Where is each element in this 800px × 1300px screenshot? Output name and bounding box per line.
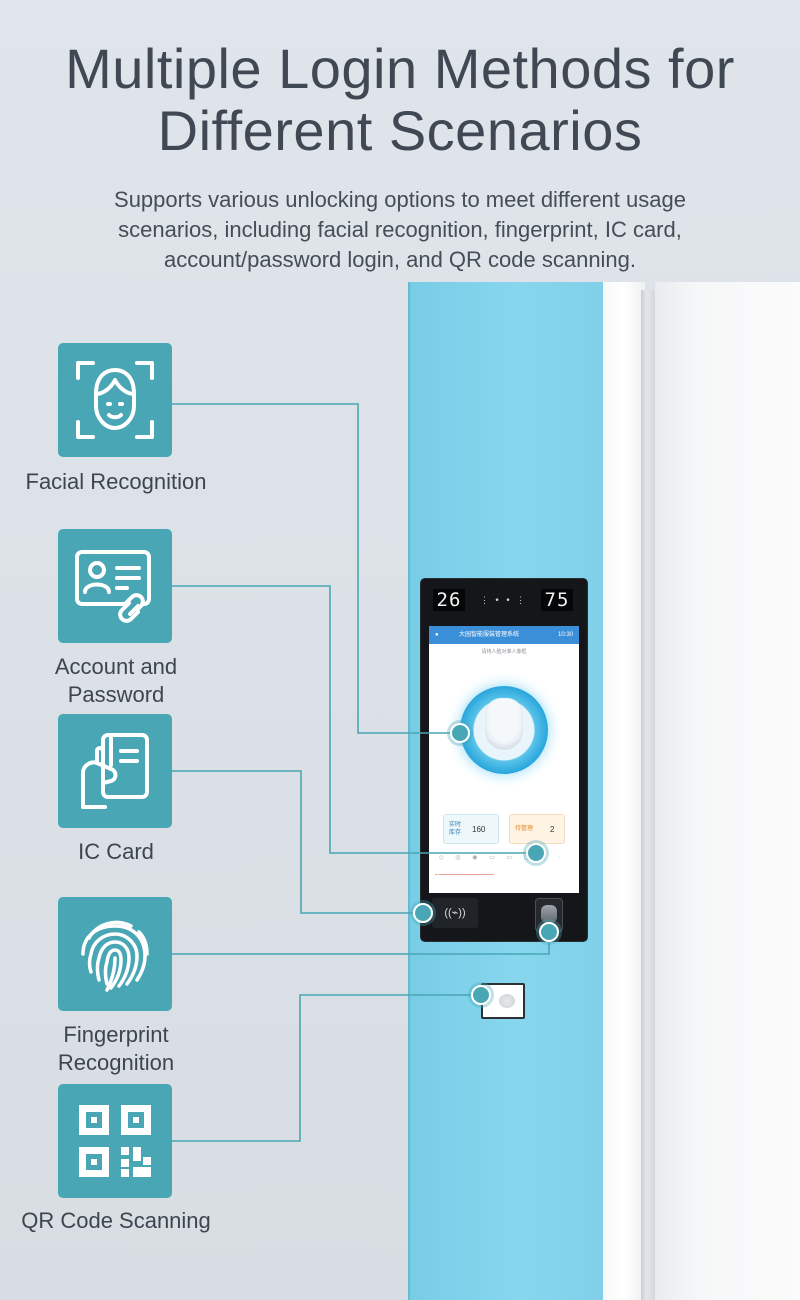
qr-code-icon (79, 1105, 151, 1177)
sensor-dots: ⋮ • • ⋮ (480, 596, 526, 606)
qr-code-tile (58, 1084, 172, 1198)
stock-stat-label-2: 库存 (449, 830, 462, 836)
qr-code-label: QR Code Scanning (21, 1208, 211, 1233)
hotspot-account[interactable] (526, 843, 546, 863)
stock-stat-label-1: 实时 (449, 822, 462, 828)
hotspot-fingerprint[interactable] (539, 922, 559, 942)
fingerprint-label: Fingerprint Recognition (0, 1021, 232, 1077)
fingerprint-tile (58, 897, 172, 1011)
fingerprint-icon (81, 920, 149, 992)
nfc-reader[interactable]: ((⌁)) (432, 898, 478, 928)
fingerprint-pad (541, 905, 557, 923)
terminal-screen[interactable]: ● 大园智能服装管理系统 10:30 请将人脸对准人像框 实时 库存 160 待… (429, 626, 579, 893)
hotspot-facial[interactable] (450, 723, 470, 743)
temperature-display: 26 (433, 589, 465, 611)
cabinet-seam (641, 290, 655, 1300)
account-password-tile (58, 529, 172, 643)
face-scan-icon (76, 361, 154, 439)
screen-title: 大园智能服装管理系统 (459, 632, 520, 638)
cabinet-door-edge (603, 282, 645, 1300)
page-subtitle: Supports various unlocking options to me… (40, 185, 760, 275)
stock-stat-card[interactable]: 实时 库存 160 (443, 814, 499, 844)
face-silhouette-icon (485, 698, 523, 750)
fingerprint-label-line-1: Fingerprint (63, 1022, 169, 1047)
user-icon: ● (435, 632, 439, 638)
ic-card-tile (58, 714, 172, 828)
page-title: Multiple Login Methods for Different Sce… (0, 38, 800, 162)
hotspot-card[interactable] (413, 903, 433, 923)
ic-card-label: IC Card (78, 839, 154, 864)
pending-stat-value: 2 (550, 825, 555, 834)
screen-time: 10:30 (557, 632, 573, 638)
humidity-display: 75 (541, 589, 573, 611)
title-line-1: Multiple Login Methods for (65, 37, 735, 100)
account-password-label-line-2: Password (67, 682, 165, 707)
screen-shortcut-icons: ◇ ◎ ◉ ▭ ▭ ◻ ◻ ◌ (439, 855, 566, 861)
hotspot-qr[interactable] (471, 985, 491, 1005)
cabinet-side-panel (655, 282, 800, 1300)
screen-header-bar: ● 大园智能服装管理系统 10:30 (429, 626, 579, 644)
pending-stat-label: 待管理 (515, 826, 534, 832)
account-password-label-line-1: Account and (54, 654, 178, 679)
subtitle-line-2: scenarios, including facial recognition,… (118, 217, 682, 242)
account-password-label: Account and Password (0, 653, 232, 709)
stock-stat-label: 实时 库存 (449, 821, 461, 837)
screen-footer-line: ━ ━━━━━━━━━━━━━━━━━━━━━━━ (435, 872, 494, 877)
stock-stat-value: 160 (472, 825, 486, 834)
id-card-link-icon (75, 550, 151, 623)
subtitle-line-1: Supports various unlocking options to me… (114, 187, 686, 212)
title-line-2: Different Scenarios (157, 99, 643, 162)
subtitle-line-3: account/password login, and QR code scan… (163, 247, 637, 272)
facial-recognition-label: Facial Recognition (25, 469, 207, 494)
screen-hint: 请将人脸对准人像框 (481, 649, 527, 655)
pending-stat-card[interactable]: 待管理 2 (509, 814, 565, 844)
fingerprint-label-line-2: Recognition (57, 1050, 175, 1075)
card-tap-icon (81, 733, 149, 809)
facial-recognition-tile (58, 343, 172, 457)
